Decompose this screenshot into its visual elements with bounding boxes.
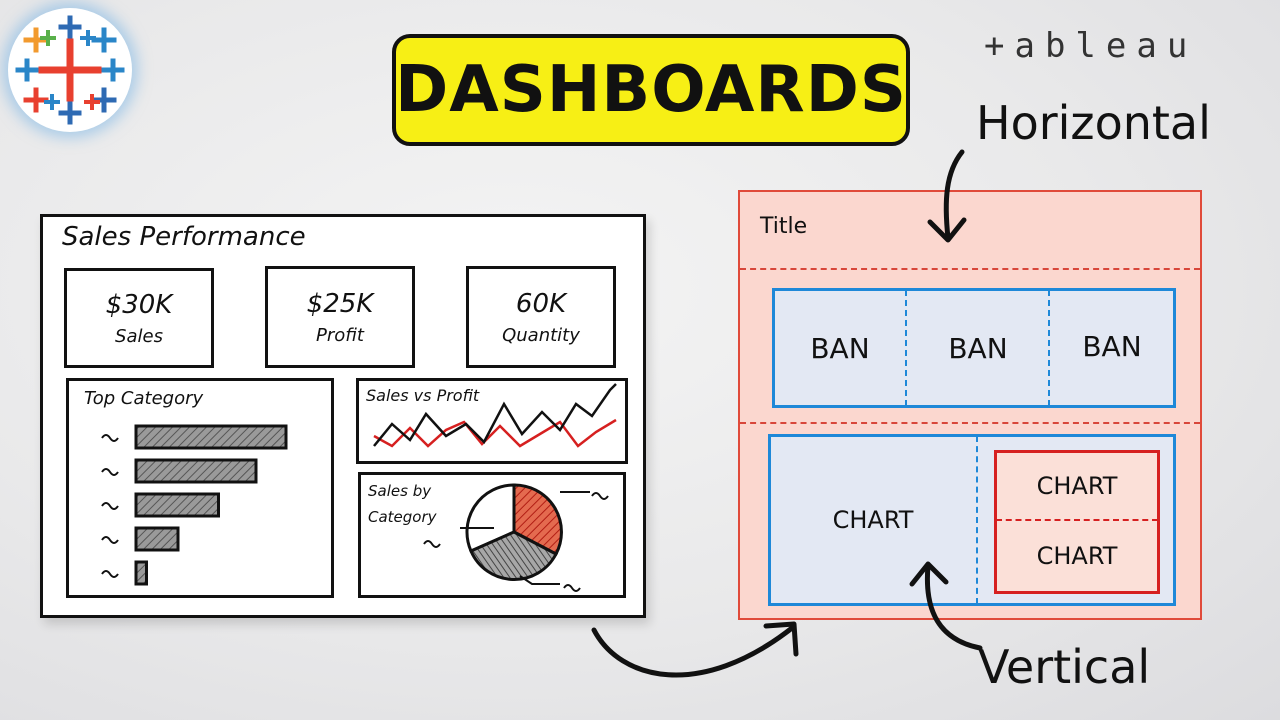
arrow-head — [909, 561, 949, 587]
title-banner: DASHBOARDS — [392, 34, 910, 146]
horizontal-callout: Horizontal — [976, 96, 1211, 150]
sales-vs-profit-panel — [356, 378, 628, 464]
kpi-value: $25K — [306, 288, 374, 319]
sales-by-category-title-line1: Sales by — [368, 482, 432, 500]
arrow-head — [927, 217, 967, 243]
divider-line — [976, 436, 978, 604]
kpi-value: $30K — [105, 289, 173, 320]
divider-line — [996, 519, 1158, 521]
vertical-callout: Vertical — [978, 640, 1151, 694]
horizontal-arrow — [943, 149, 965, 241]
top-category-bars — [101, 424, 288, 586]
pie-slice-gray — [469, 530, 559, 581]
chart-placeholder-bottom: CHART — [1036, 542, 1118, 570]
divider-line — [740, 268, 1200, 270]
divider-line — [905, 290, 907, 406]
ban-placeholder: BAN — [810, 331, 870, 365]
tableau-cross-icon — [15, 15, 125, 125]
sales-vs-profit-title: Sales vs Profit — [366, 386, 480, 405]
ban-placeholder: BAN — [1082, 329, 1142, 363]
diagram-title-label: Title — [760, 214, 808, 239]
chart-placeholder-top: CHART — [1036, 472, 1118, 500]
kpi-card-sales: $30K Sales — [64, 268, 214, 368]
sales-by-category-title-line2: Category — [368, 508, 437, 526]
category-bar — [134, 526, 180, 552]
category-bar — [134, 560, 148, 586]
ban-placeholder: BAN — [948, 331, 1008, 365]
kpi-card-quantity: 60K Quantity — [466, 266, 616, 368]
series-line-black — [373, 383, 617, 447]
category-bar — [134, 492, 220, 518]
top-category-panel — [66, 378, 334, 598]
divider-line — [740, 422, 1200, 424]
kpi-label: Sales — [115, 325, 163, 347]
pie-slice-white — [465, 483, 516, 553]
arrow-head — [763, 621, 799, 657]
sketch-title: Sales Performance — [62, 222, 306, 252]
bar-label-squiggle — [101, 536, 119, 544]
bar-label-squiggle — [101, 502, 119, 510]
divider-line — [1048, 290, 1050, 406]
kpi-card-profit: $25K Profit — [265, 266, 415, 368]
top-category-title: Top Category — [84, 388, 204, 409]
kpi-label: Quantity — [502, 324, 580, 346]
category-bar — [134, 458, 258, 484]
horizontal-container — [772, 288, 1176, 408]
series-line-red — [373, 418, 617, 448]
flow-arrow — [591, 625, 795, 678]
bar-label-squiggle — [101, 434, 119, 442]
tableau-wordmark: +ableau — [984, 26, 1198, 66]
bar-label-squiggle — [101, 468, 119, 476]
category-bar — [134, 424, 288, 450]
kpi-value: 60K — [515, 288, 567, 319]
tableau-logo — [8, 8, 132, 132]
vertical-arrow — [924, 563, 983, 651]
sales-vs-profit-lines — [373, 383, 617, 448]
bar-label-squiggle — [101, 570, 119, 578]
page-title: DASHBOARDS — [395, 53, 907, 127]
sales-by-category-pie — [423, 483, 609, 592]
vertical-container — [994, 450, 1160, 594]
chart-placeholder-main: CHART — [832, 506, 914, 534]
kpi-label: Profit — [316, 324, 364, 346]
